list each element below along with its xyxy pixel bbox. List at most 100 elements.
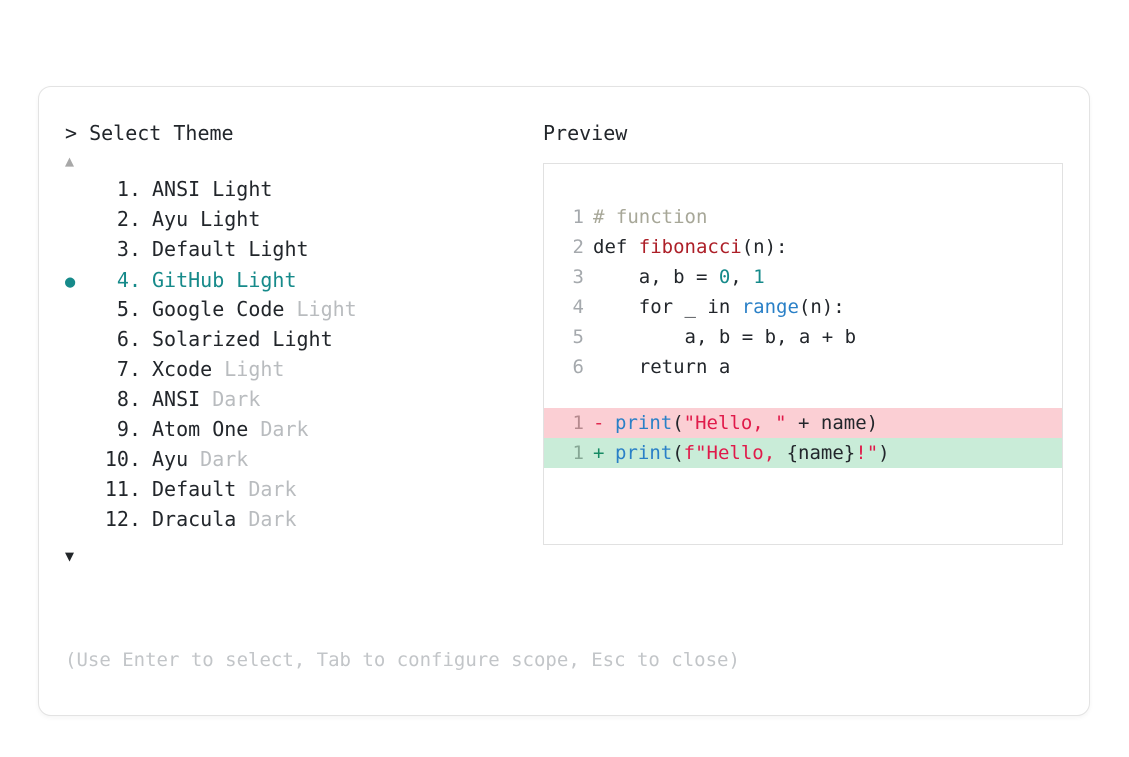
theme-list-item[interactable]: 8.ANSI Dark	[65, 387, 535, 417]
code-token: ,	[730, 266, 754, 288]
code-blank-line	[544, 382, 1062, 408]
theme-list-item[interactable]: 3. Default Light	[65, 237, 535, 267]
scroll-up-icon[interactable]: ▲	[65, 152, 75, 170]
code-token: (n):	[798, 296, 845, 318]
code-token: )	[878, 442, 890, 464]
theme-item-variant: Dark	[260, 417, 309, 441]
code-line-text: print("Hello, " + name)	[615, 408, 878, 438]
theme-list-item[interactable]: 9. Atom One Dark	[65, 417, 535, 447]
preview-label: Preview	[543, 121, 628, 145]
code-token: 0	[718, 266, 731, 288]
code-token: (n):	[741, 236, 788, 258]
theme-item-name: Ayu	[152, 447, 201, 471]
close-dot[interactable]	[28, 31, 45, 48]
code-line-text: for _ in range(n):	[593, 292, 845, 322]
theme-list-item[interactable]: 5. Google Code Light	[65, 297, 535, 327]
code-line: 3 a, b = 0, 1	[544, 262, 1062, 292]
theme-item-name: Google Code	[152, 297, 297, 321]
code-line: 1 # function	[544, 202, 1062, 232]
code-token: # function	[593, 206, 708, 228]
diff-added-line: 1 + print(f"Hello, {name}!")	[544, 438, 1062, 468]
theme-list-item[interactable]: 12. Dracula Dark	[65, 507, 535, 537]
code-token: f"Hello,	[683, 442, 787, 464]
code-token: fibonacci	[638, 236, 742, 258]
theme-item-number: 9.	[116, 417, 141, 441]
code-line-text: a, b = b, a + b	[593, 322, 857, 352]
theme-item-number: 4.	[116, 268, 141, 292]
diff-removed-line: 1-print("Hello, " + name)	[544, 408, 1062, 438]
code-token: {name}	[786, 442, 856, 464]
theme-list-item[interactable]: ● 4. GitHub Light	[65, 267, 535, 297]
theme-item-variant: Light	[224, 357, 285, 381]
theme-item-name: Ayu Light	[152, 207, 261, 231]
code-line: 4 for _ in range(n):	[544, 292, 1062, 322]
theme-list-item[interactable]: 11. Default Dark	[65, 477, 535, 507]
theme-item-name: Solarized Light	[152, 327, 333, 351]
code-token: (	[672, 412, 684, 434]
code-token: def	[593, 236, 639, 258]
code-token: for _ in	[593, 296, 742, 318]
theme-item-variant: Light	[296, 297, 357, 321]
theme-item-name: Dracula	[152, 507, 249, 531]
code-line-text: # function	[593, 202, 707, 232]
code-line-text: a, b = 0, 1	[593, 262, 765, 292]
theme-item-number: 1.	[116, 177, 141, 201]
theme-item-number: 2.	[116, 207, 141, 231]
scroll-down-icon[interactable]: ▼	[65, 547, 75, 565]
theme-item-name: Xcode	[152, 357, 225, 381]
theme-item-number: 8.	[116, 387, 141, 411]
line-number: 4	[572, 296, 584, 318]
code-token: return a	[593, 356, 731, 378]
line-number: 1	[572, 442, 584, 464]
code-line-text: print(f"Hello, {name}!")	[615, 438, 890, 468]
code-token: "Hello, "	[683, 412, 787, 434]
maximize-dot[interactable]	[94, 31, 111, 48]
theme-item-name: GitHub Light	[152, 268, 297, 292]
diff-minus-icon: -	[593, 412, 605, 434]
theme-list-item[interactable]: 6. Solarized Light	[65, 327, 535, 357]
code-token: + name)	[786, 412, 879, 434]
code-token: !"	[855, 442, 879, 464]
theme-item-name: Default Light	[152, 237, 309, 261]
selected-bullet-icon: ●	[65, 272, 76, 292]
theme-item-variant: Dark	[248, 477, 297, 501]
code-token: print	[615, 412, 673, 434]
line-number: 6	[572, 356, 584, 378]
theme-item-number: 10.	[104, 447, 141, 471]
minimize-dot[interactable]	[61, 31, 78, 48]
code-line: 5 a, b = b, a + b	[544, 322, 1062, 352]
line-number: 5	[572, 326, 584, 348]
theme-item-number: 5.	[116, 297, 141, 321]
theme-item-variant: Dark	[212, 387, 261, 411]
line-number: 1	[572, 206, 584, 228]
keyboard-hint: (Use Enter to select, Tab to configure s…	[65, 649, 740, 671]
theme-item-number: 11.	[104, 477, 141, 501]
code-token: (	[672, 442, 684, 464]
window-controls	[28, 31, 111, 48]
theme-item-name: Atom One	[152, 417, 261, 441]
code-token: print	[615, 442, 673, 464]
theme-list-item[interactable]: 7.Xcode Light	[65, 357, 535, 387]
theme-item-number: 6.	[116, 327, 141, 351]
code-token: a, b = b, a + b	[593, 326, 857, 348]
theme-list-item[interactable]: 1.ANSI Light	[65, 177, 535, 207]
diff-plus-icon: +	[593, 442, 605, 464]
line-number: 2	[572, 236, 584, 258]
page-title: > Select Theme	[65, 121, 234, 145]
theme-item-name: Default	[152, 477, 249, 501]
theme-item-variant: Dark	[248, 507, 297, 531]
code-line: 2 def fibonacci(n):	[544, 232, 1062, 262]
theme-item-number: 12.	[104, 507, 141, 531]
line-number: 1	[572, 412, 584, 434]
theme-list-item[interactable]: 2. Ayu Light	[65, 207, 535, 237]
line-number: 3	[572, 266, 584, 288]
theme-item-number: 3.	[116, 237, 141, 261]
code-line-text: def fibonacci(n):	[593, 232, 787, 262]
theme-list-item[interactable]: 10.Ayu Dark	[65, 447, 535, 477]
